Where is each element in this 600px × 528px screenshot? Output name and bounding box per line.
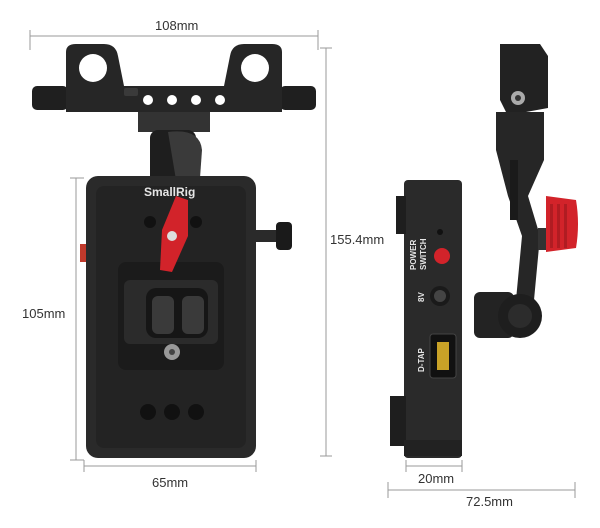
side-view: POWER SWITCH 8V D-TAP: [390, 44, 578, 458]
dim-plate-height: 105mm: [22, 306, 66, 321]
dimension-lines: [29, 30, 576, 498]
dim-side-depth: 20mm: [418, 471, 455, 486]
dim-top-width: 108mm: [155, 18, 199, 33]
dtap-label: D-TAP: [417, 347, 426, 372]
locking-lever: [160, 196, 188, 272]
power-label: POWER: [409, 240, 418, 270]
v-mount-plate: SmallRig: [80, 176, 292, 458]
adjustable-arm: [138, 112, 210, 184]
rod-clamp: [32, 44, 316, 112]
front-view: SmallRig: [32, 44, 316, 458]
dim-total-height: 155.4mm: [330, 232, 385, 247]
switch-label: SWITCH: [419, 238, 428, 270]
dim-plate-width: 65mm: [152, 475, 189, 490]
dim-total-depth: 72.5mm: [466, 494, 513, 509]
logo-text: SmallRig: [144, 185, 195, 199]
voltage-label: 8V: [417, 292, 426, 302]
